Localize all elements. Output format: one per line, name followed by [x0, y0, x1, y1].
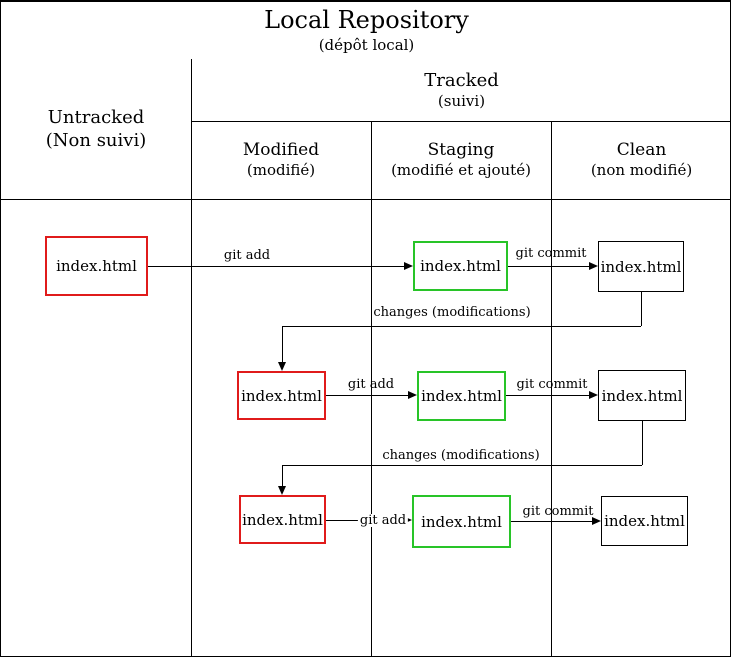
column-header-untracked: Untracked (Non suivi) [1, 59, 191, 199]
untracked-label: Untracked [47, 106, 145, 128]
git-commit-label-row3: git commit [522, 504, 594, 519]
file-label: index.html [421, 387, 502, 405]
file-label: index.html [604, 512, 685, 530]
changes-path2-segment [642, 421, 643, 465]
column-divider-staging-clean [551, 121, 552, 656]
staging-label: Staging [427, 140, 495, 161]
git-add-arrow-row1 [148, 266, 405, 267]
changes-path1-segment [641, 292, 642, 326]
clean-label: Clean [616, 140, 667, 161]
file-label: index.html [56, 257, 137, 275]
untracked-sublabel: (Non suivi) [45, 130, 147, 151]
file-label: index.html [600, 257, 682, 276]
arrowhead-icon [589, 262, 598, 270]
table-border-header-bottom [1, 199, 730, 200]
changes-label-2: changes (modifications) [382, 448, 540, 463]
file-box-row1-clean: index.html [598, 241, 684, 292]
changes-label-1: changes (modifications) [373, 305, 531, 320]
column-header-clean: Clean (non modifié) [551, 121, 730, 199]
title-cell: Local Repository (dépôt local) [1, 1, 730, 59]
file-box-row3-clean: index.html [601, 496, 688, 546]
file-box-row3-modified: index.html [239, 495, 326, 544]
column-header-modified: Modified (modifié) [191, 121, 371, 199]
tracked-label: Tracked [424, 69, 499, 91]
git-commit-arrow-row3 [511, 521, 592, 522]
file-box-row2-modified: index.html [237, 371, 326, 420]
arrowhead-icon [278, 362, 286, 371]
file-label: index.html [242, 510, 323, 529]
column-divider-modified-staging [371, 121, 372, 656]
arrowhead-icon [278, 486, 286, 495]
tracked-sublabel: (suivi) [437, 91, 486, 110]
staging-sublabel: (modifié et ajouté) [391, 161, 531, 180]
git-add-label-row2: git add [347, 377, 395, 392]
git-commit-arrow-row1 [508, 266, 589, 267]
file-box-row1-staging: index.html [413, 241, 508, 291]
page-title: Local Repository [264, 5, 469, 34]
table-border-title-bottom [1, 1, 730, 2]
git-add-arrow-row2 [326, 395, 408, 396]
file-label: index.html [421, 512, 502, 531]
git-commit-arrow-row2 [506, 395, 589, 396]
file-box-row2-staging: index.html [417, 371, 506, 421]
git-commit-label-row2: git commit [516, 377, 588, 392]
arrowhead-icon [404, 262, 413, 270]
page-subtitle: (dépôt local) [318, 35, 415, 54]
file-box-row2-clean: index.html [598, 370, 686, 421]
arrowhead-icon [589, 391, 598, 399]
changes-path1-segment [282, 326, 283, 363]
changes-path2-segment [282, 465, 283, 487]
file-box-row1-untracked: index.html [45, 236, 148, 296]
clean-sublabel: (non modifié) [590, 161, 693, 180]
file-label: index.html [420, 257, 501, 275]
git-add-label-row1: git add [223, 248, 271, 263]
git-commit-label-row1: git commit [515, 246, 587, 261]
column-header-tracked: Tracked (suivi) [191, 59, 730, 121]
file-box-row3-staging: index.html [412, 495, 511, 548]
git-add-label-row3: git add [357, 513, 409, 528]
column-divider-untracked-tracked [191, 59, 192, 656]
modified-sublabel: (modifié) [246, 161, 316, 180]
changes-path1-segment [282, 326, 641, 327]
arrowhead-icon [592, 517, 601, 525]
file-label: index.html [241, 386, 322, 405]
modified-label: Modified [242, 140, 320, 161]
table-border-tracked-bottom [191, 121, 730, 122]
arrowhead-icon [408, 391, 417, 399]
changes-path2-segment [282, 465, 642, 466]
column-header-staging: Staging (modifié et ajouté) [371, 121, 551, 199]
file-label: index.html [601, 386, 683, 405]
